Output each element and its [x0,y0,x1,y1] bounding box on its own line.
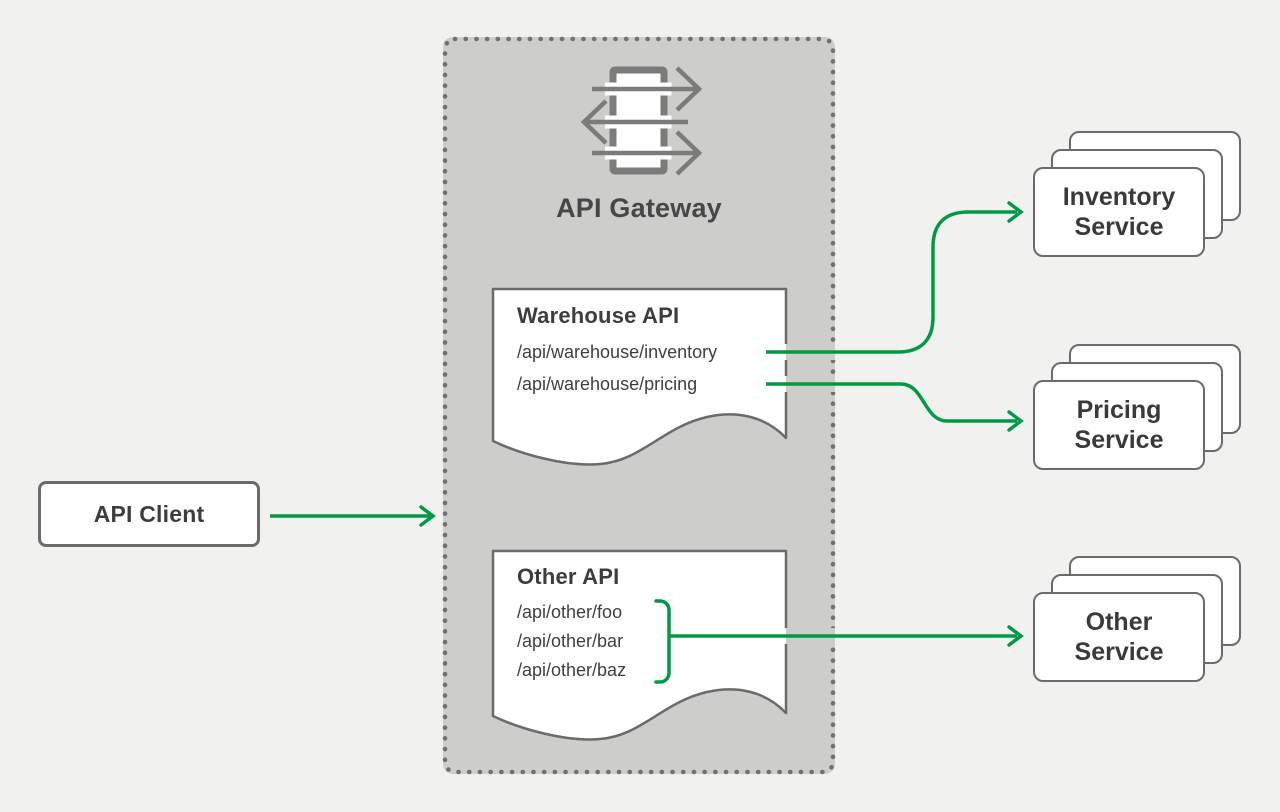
gateway-routing-icon [580,66,703,176]
other-api-title: Other API [517,564,620,589]
other-service-stack: Other Service [1033,556,1241,682]
route-warehouse-pricing: /api/warehouse/pricing [517,374,698,394]
route-other-foo: /api/other/foo [517,602,623,622]
warehouse-api-title: Warehouse API [517,303,680,328]
api-client-box: API Client [38,481,260,547]
route-other-bar: /api/other/bar [517,631,624,651]
connector-client-to-gateway [270,505,436,527]
gateway-title: API Gateway [556,193,722,223]
inventory-service-stack: Inventory Service [1033,131,1241,257]
other-api-routes: /api/other/foo /api/other/bar /api/other… [517,598,626,685]
connector-pricing-route-to-pricing-service [766,382,1024,432]
warehouse-api-routes: /api/warehouse/inventory /api/warehouse/… [517,336,717,400]
service-label-line: Service [1074,213,1164,241]
service-label-line: Pricing [1076,396,1162,424]
route-other-baz: /api/other/baz [517,660,627,680]
api-client-label: API Client [93,500,205,527]
service-label-line: Service [1074,426,1164,454]
connector-inventory-route-to-inventory-service [766,201,1024,354]
other-service-card: Other Service [1033,592,1205,682]
warehouse-api-document [491,287,788,466]
pricing-service-stack: Pricing Service [1033,344,1241,470]
service-label-line: Other [1085,608,1153,636]
connector-other-routes-to-other-service [654,599,1024,684]
route-warehouse-inventory: /api/warehouse/inventory [517,342,718,362]
pricing-service-card: Pricing Service [1033,380,1205,470]
service-label-line: Service [1074,638,1164,666]
inventory-service-card: Inventory Service [1033,167,1205,257]
service-label-line: Inventory [1062,183,1176,211]
other-api-document [491,549,788,741]
